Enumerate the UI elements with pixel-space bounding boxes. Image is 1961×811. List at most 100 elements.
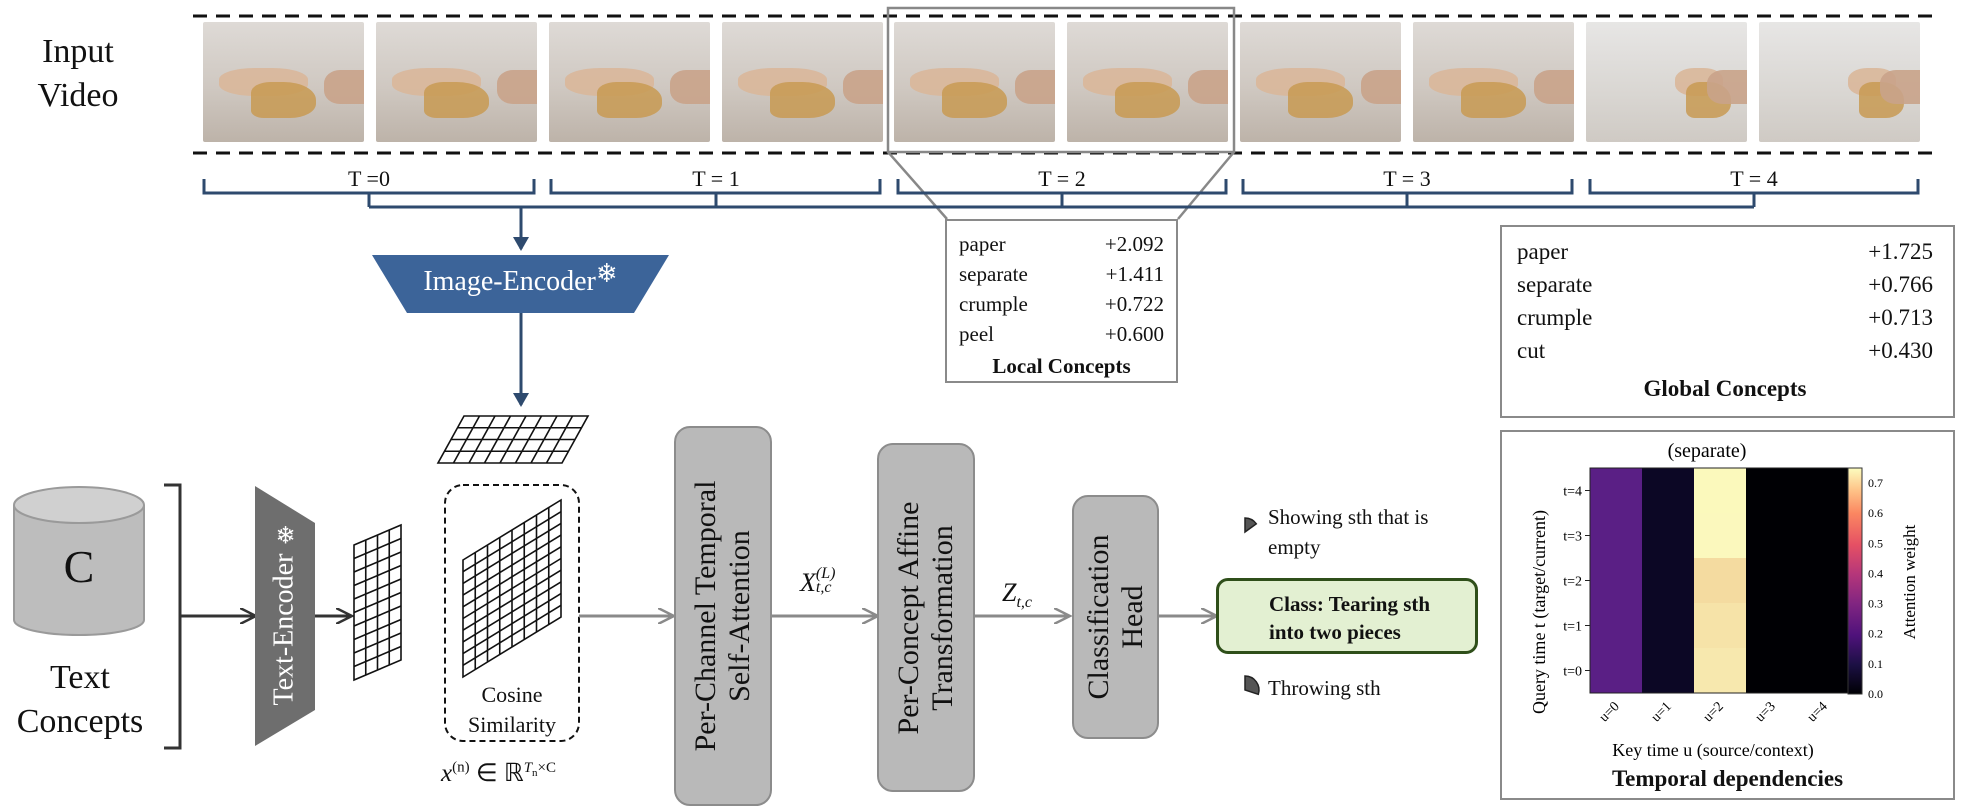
- time-label-3: T = 3: [1383, 166, 1431, 191]
- heatmap-ylabel: Query time t (target/current): [1529, 510, 1550, 714]
- heatmap-cell: [1590, 603, 1643, 649]
- colorbar-tick: 0.5: [1868, 536, 1883, 550]
- concept-row: crumple +0.713: [1517, 301, 1933, 334]
- heatmap-title: (separate): [1668, 440, 1747, 462]
- time-label-1: T = 1: [692, 166, 740, 191]
- predicted-class-line1: Class: Tearing sth: [1269, 592, 1431, 616]
- cosine-similarity-label: Cosine Similarity: [468, 682, 556, 737]
- prediction-option-1: Showing sth that is empty: [1268, 505, 1429, 559]
- heatmap-cell: [1694, 648, 1747, 694]
- image-embedding-grid: [436, 415, 590, 464]
- concept-score: +0.766: [1868, 272, 1933, 297]
- heatmap-colorbar: [1847, 467, 1863, 695]
- heatmap-x-tick: u=3: [1753, 699, 1779, 725]
- heatmap-cell: [1642, 558, 1695, 604]
- heatmap-cell: [1694, 558, 1747, 604]
- concept-name: separate: [959, 262, 1028, 286]
- text-encoder-label: Text-Encoder ❄: [255, 486, 315, 746]
- attention-heatmap: (separate) t=4 t=3 t=2 t=1 t=0 u=0 u=1 u=2 u=3 u…: [1529, 440, 1919, 761]
- concept-name: crumple: [1517, 305, 1593, 330]
- heatmap-cell: [1642, 648, 1695, 694]
- text-embedding-grid: [353, 523, 402, 682]
- heatmap-cell: [1694, 603, 1747, 649]
- heatmap-cell: [1798, 513, 1851, 559]
- heatmap-cell: [1590, 648, 1643, 694]
- zoom-frame: [886, 6, 1236, 154]
- time-label-4: T = 4: [1730, 166, 1778, 191]
- heatmap-cell: [1590, 558, 1643, 604]
- pie-icon-option1: [1244, 517, 1258, 534]
- concept-row: crumple +0.722: [959, 289, 1164, 319]
- temporal-dependencies-title: Temporal dependencies: [1611, 766, 1844, 791]
- heatmap-y-tick: t=1: [1563, 620, 1582, 635]
- concept-score: +0.430: [1868, 338, 1933, 363]
- text-concepts-label: Text Concepts: [16, 659, 144, 740]
- colorbar-tick: 0.4: [1868, 566, 1883, 580]
- image-encoder-text: Image-Encoder: [423, 266, 596, 297]
- concept-row: paper +2.092: [959, 229, 1164, 259]
- concept-score: +1.725: [1868, 239, 1933, 264]
- image-encoder-shape: [372, 255, 669, 313]
- concept-name: peel: [959, 322, 994, 346]
- heatmap-cell: [1746, 558, 1799, 604]
- heatmap-cell: [1746, 468, 1799, 514]
- heatmap-cell: [1590, 468, 1643, 514]
- affine-transformation-block: Per-Concept Affine Transformation: [877, 443, 975, 792]
- heatmap-x-tick: u=0: [1597, 699, 1623, 725]
- predicted-class-line2: into two pieces: [1269, 620, 1401, 644]
- image-encoder-label: Image-Encoder❄: [372, 259, 669, 302]
- video-frame: [1759, 22, 1920, 142]
- colorbar-tick: 0.7: [1868, 476, 1883, 490]
- colorbar-tick: 0.2: [1868, 627, 1883, 641]
- heatmap-cell: [1642, 603, 1695, 649]
- global-concepts-list: paper+1.725 separate +0.766 crumple +0.713 cu…: [1517, 235, 1933, 367]
- concept-score: +0.713: [1868, 305, 1933, 330]
- video-frame: [549, 22, 710, 142]
- heatmap-cell: [1642, 468, 1695, 514]
- heatmap-cell: [1798, 648, 1851, 694]
- concept-score: +1.411: [1105, 262, 1164, 286]
- heatmap-y-tick: t=2: [1563, 575, 1582, 590]
- colorbar-tick: 0.6: [1868, 506, 1883, 520]
- concept-name: separate: [1517, 272, 1593, 297]
- time-label-0: T =0: [348, 166, 390, 191]
- colorbar-tick: 0.0: [1868, 687, 1883, 701]
- temporal-dependencies-panel: (separate) t=4 t=3 t=2 t=1 t=0 u=0 u=1 u=2 u=3 u…: [1500, 430, 1955, 800]
- heatmap-cell: [1798, 603, 1851, 649]
- concept-score: +2.092: [1104, 232, 1164, 256]
- predicted-class-box: Class: Tearing sth into two pieces: [1216, 578, 1478, 654]
- heatmap-cell: [1798, 468, 1851, 514]
- cosine-similarity-box: [444, 484, 580, 742]
- concept-database-icon: [13, 486, 145, 636]
- local-concepts-list: paper +2.092 separate +1.411 crumple +0.722 pe…: [959, 229, 1164, 349]
- concept-row: paper+1.725: [1517, 235, 1933, 268]
- pie-icon-option3: [1244, 675, 1260, 696]
- x-tc-label: X(L)t,c: [800, 565, 836, 597]
- video-frame: [1240, 22, 1401, 142]
- prediction-option-3: Throwing sth: [1268, 676, 1381, 700]
- time-brackets: [202, 179, 1920, 209]
- text-encoder-text: Text-Encoder: [268, 553, 300, 706]
- concept-name: paper: [959, 232, 1006, 256]
- concept-row: separate +1.411: [959, 259, 1164, 289]
- database-letter: C: [63, 541, 95, 592]
- text-encoder-shape: [255, 486, 315, 746]
- concept-name: cut: [1517, 338, 1546, 363]
- heatmap-y-tick: t=3: [1563, 530, 1582, 545]
- heatmap-cell: [1746, 648, 1799, 694]
- concept-score: +0.722: [1104, 292, 1164, 316]
- heatmap-cell: [1746, 603, 1799, 649]
- global-concepts-box: paper+1.725 separate +0.766 crumple +0.713 cu…: [1500, 225, 1955, 418]
- heatmap-x-tick: u=4: [1805, 699, 1831, 725]
- heatmap-y-tick: t=4: [1563, 485, 1582, 500]
- heatmap-x-tick: u=2: [1701, 699, 1727, 725]
- concept-name: crumple: [959, 292, 1028, 316]
- video-frame: [894, 22, 1055, 142]
- snowflake-icon: ❄: [275, 523, 296, 550]
- cosine-similarity-grid: [462, 498, 562, 679]
- colorbar-tick: 0.1: [1868, 657, 1883, 671]
- heatmap-x-tick: u=1: [1649, 699, 1675, 725]
- similarity-formula: x(n) ∈ ℝTn×C: [441, 759, 556, 787]
- heatmap-y-tick: t=0: [1563, 665, 1582, 680]
